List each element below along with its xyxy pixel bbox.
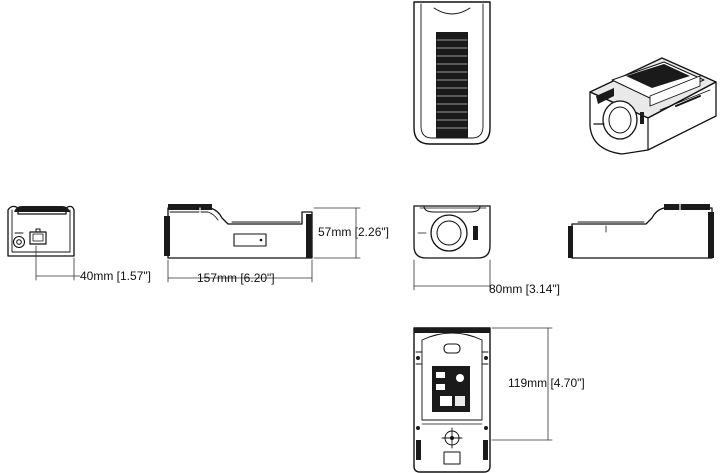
front-width-label: 80mm [3.14"] — [489, 282, 560, 296]
bottom-view — [413, 327, 491, 473]
rear-depth-label: 40mm [1.57"] — [80, 269, 151, 283]
rear-view — [7, 205, 75, 257]
top-view — [413, 1, 491, 145]
opposite-side-view — [568, 203, 714, 259]
isometric-view — [589, 57, 717, 155]
front-view — [413, 205, 491, 259]
side-view — [164, 204, 313, 259]
dimension-lines — [35, 207, 553, 441]
bottom-length-label: 119mm [4.70"] — [508, 376, 585, 390]
side-height-label: 57mm [2.26"] — [318, 225, 389, 239]
side-length-label: 157mm [6.20"] — [197, 271, 275, 285]
